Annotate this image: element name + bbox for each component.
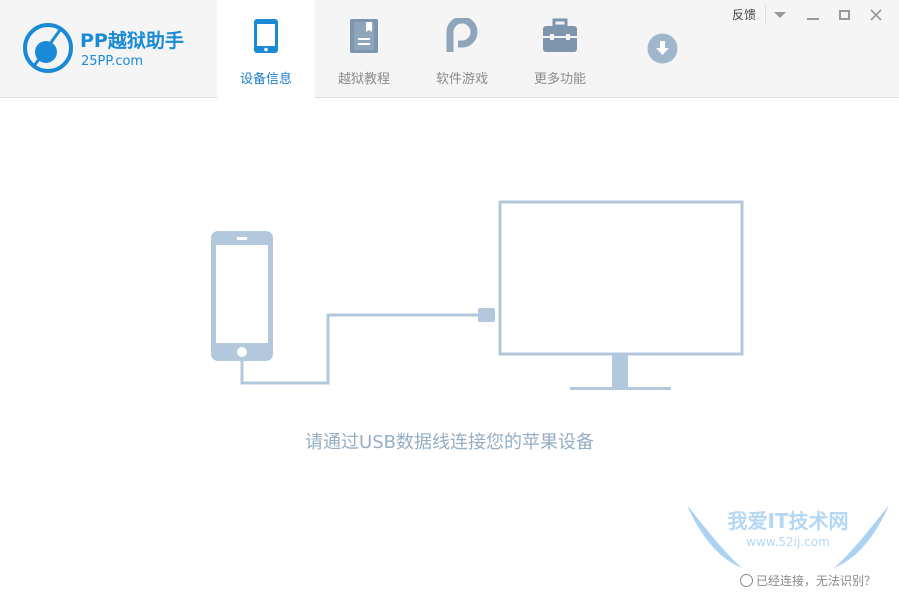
pp-icon bbox=[446, 18, 478, 52]
maximize-icon[interactable] bbox=[839, 10, 850, 20]
connect-illustration bbox=[211, 200, 744, 390]
download-icon[interactable] bbox=[647, 33, 678, 64]
watermark-wings-logo: 我爱IT技术网 www.52ij.com bbox=[687, 505, 889, 568]
header: PP越狱助手 25PP.com 设备信息 越狱教程 软件游戏 更多功能 反馈 bbox=[0, 0, 899, 98]
iphone-illustration bbox=[211, 231, 273, 361]
tab-software-games[interactable]: 软件游戏 bbox=[413, 0, 511, 98]
info-icon bbox=[740, 574, 753, 587]
toolbox-icon bbox=[543, 18, 577, 52]
tab-label: 更多功能 bbox=[533, 72, 586, 87]
watermark-title: 我爱IT技术网 bbox=[727, 509, 848, 533]
tab-label: 越狱教程 bbox=[337, 72, 390, 87]
help-link[interactable]: 已经连接，无法识别？ bbox=[740, 572, 876, 589]
watermark-url: www.52ij.com bbox=[746, 535, 830, 549]
tab-jailbreak-tutorial[interactable]: 越狱教程 bbox=[315, 0, 413, 98]
app-name: PP越狱助手 bbox=[80, 30, 184, 52]
tab-label: 设备信息 bbox=[239, 72, 292, 87]
book-icon bbox=[350, 19, 378, 53]
pp-logo-icon bbox=[23, 23, 73, 73]
minimize-icon[interactable] bbox=[807, 10, 819, 20]
usb-plug bbox=[478, 308, 495, 322]
monitor-illustration bbox=[498, 200, 744, 390]
phone-icon bbox=[254, 19, 278, 53]
divider bbox=[765, 5, 766, 25]
feedback-button[interactable]: 反馈 bbox=[732, 8, 757, 22]
tab-label: 软件游戏 bbox=[435, 72, 488, 87]
connect-message: 请通过USB数据线连接您的苹果设备 bbox=[305, 432, 594, 453]
menu-dropdown-icon[interactable] bbox=[774, 12, 786, 19]
usb-cable bbox=[240, 313, 480, 385]
help-text: 已经连接，无法识别？ bbox=[756, 574, 877, 588]
app-site: 25PP.com bbox=[81, 54, 144, 69]
tab-more-features[interactable]: 更多功能 bbox=[511, 0, 609, 98]
close-icon[interactable] bbox=[870, 9, 882, 21]
tab-device-info[interactable]: 设备信息 bbox=[217, 0, 315, 98]
